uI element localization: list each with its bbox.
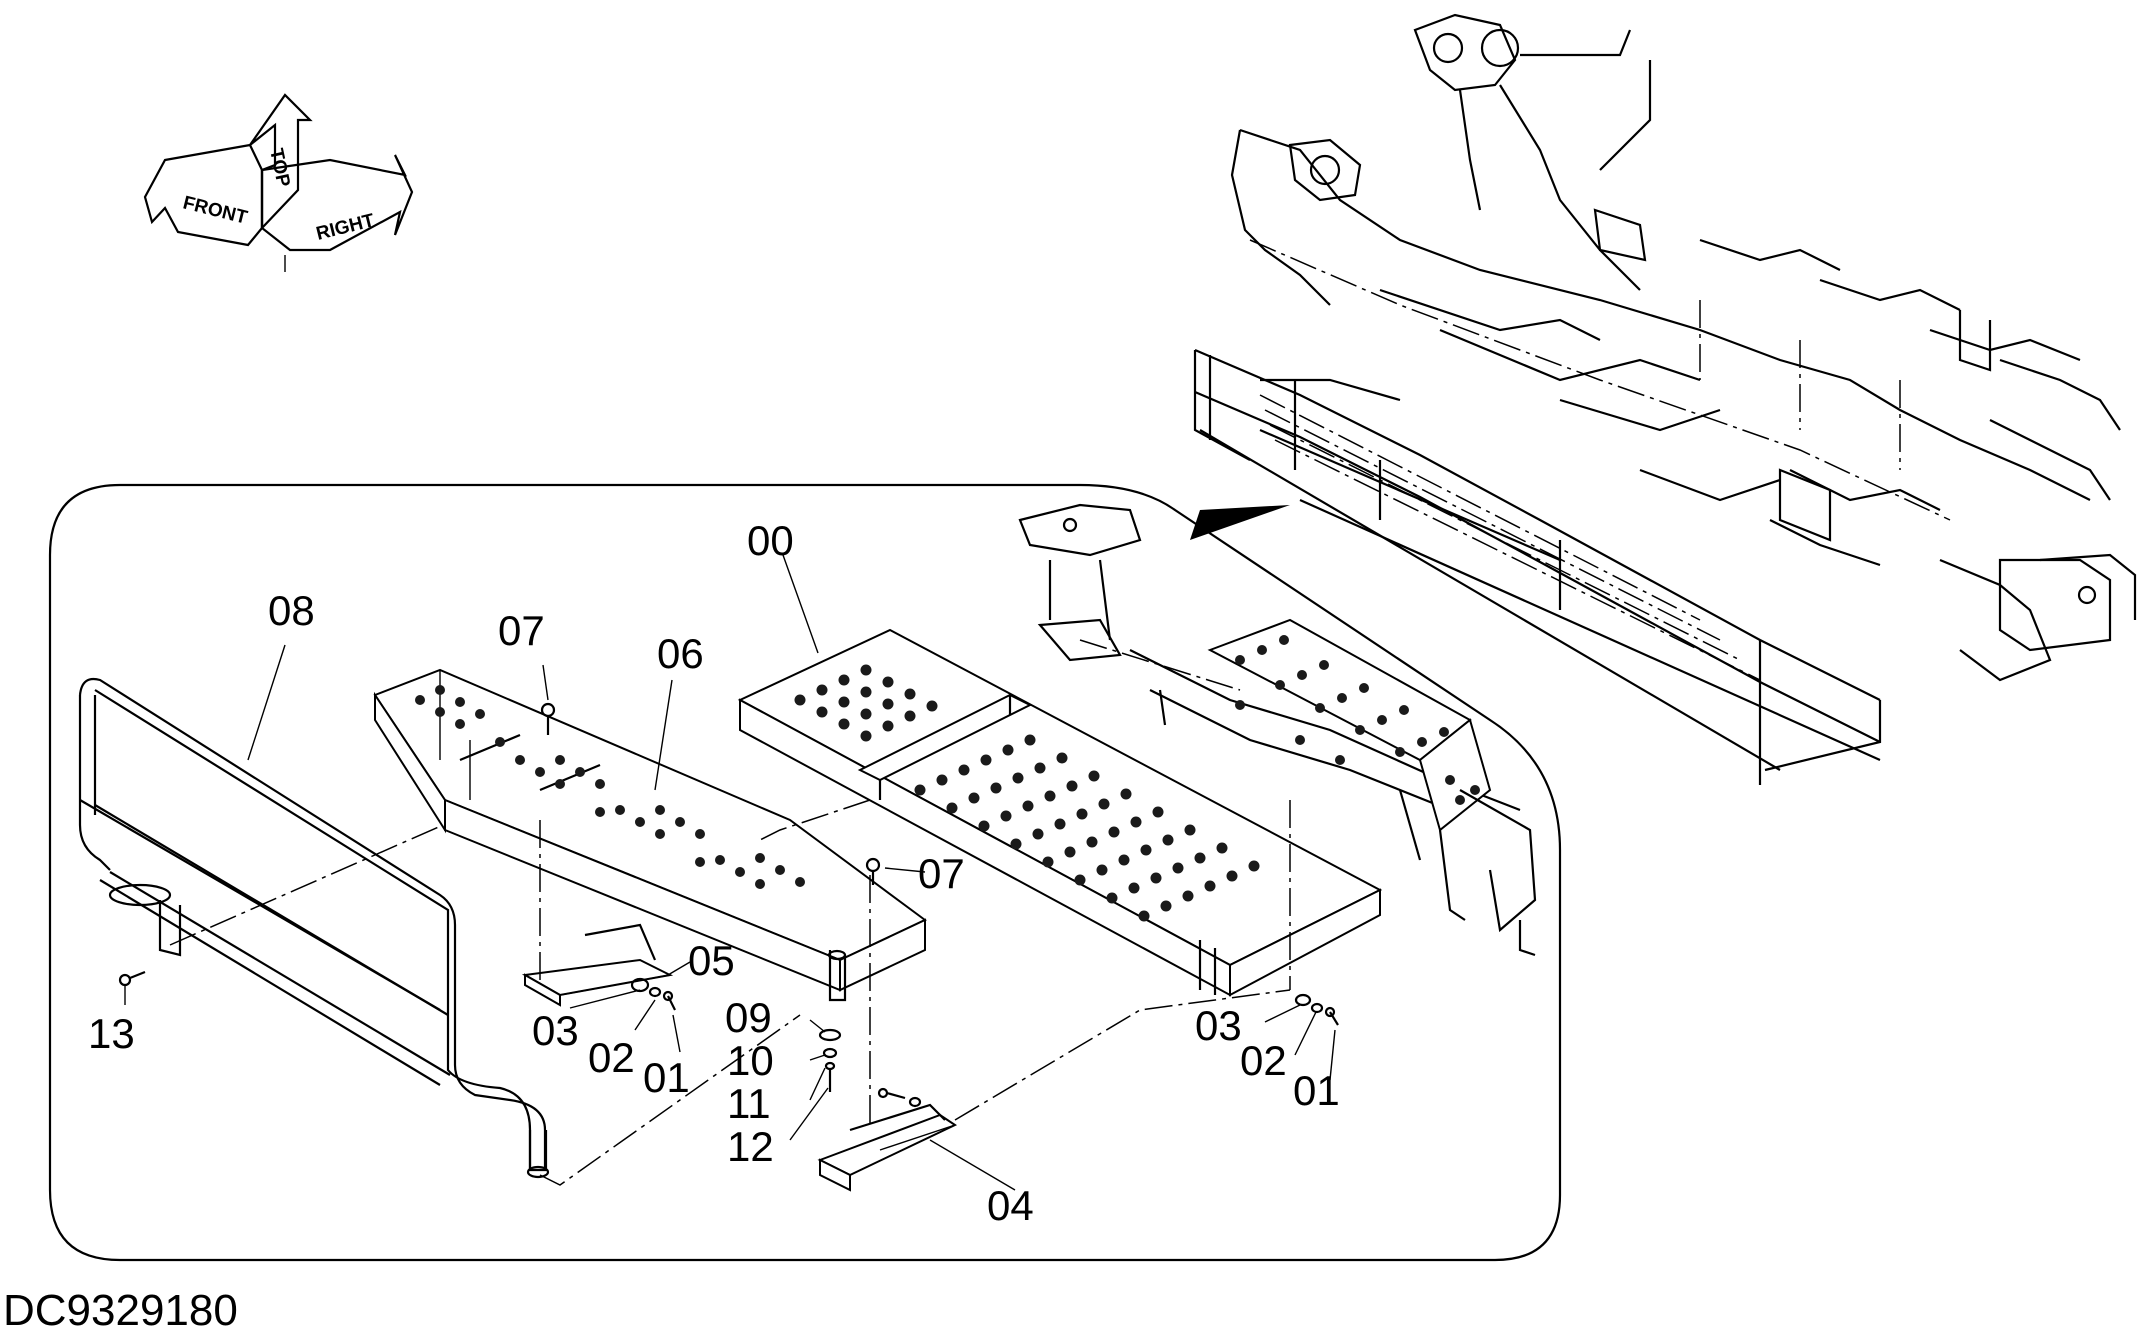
callout-07-top: 07 [498,607,545,654]
handrail-part-08 [78,677,801,1186]
callout-07-middle: 07 [918,850,965,897]
callout-00: 00 [747,517,794,564]
machine-frame [1190,13,2137,785]
callout-08: 08 [268,587,315,634]
callout-04: 04 [987,1182,1034,1229]
step-00-holes [794,664,1260,922]
machine-walkway-treads [1259,394,1761,681]
document-id: DC9329180 [3,1286,238,1335]
callout-06: 06 [657,630,704,677]
callout-03-left: 03 [532,1007,579,1054]
orientation-front-label: FRONT [181,192,250,228]
orientation-top-label: TOP [265,147,294,190]
callout-02-left: 02 [588,1034,635,1081]
callout-13: 13 [88,1010,135,1057]
callout-09: 09 [725,994,772,1041]
callout-05: 05 [688,937,735,984]
callout-10: 10 [727,1037,774,1084]
callouts: 00 08 07 06 07 05 03 02 01 13 09 10 11 1… [88,517,1340,1229]
bracket-part-05 [521,923,674,1007]
detail-step-holes [1235,635,1480,805]
step-part-00 [737,628,1383,997]
hardware-fasteners [118,702,1339,1108]
orientation-icon: FRONT TOP RIGHT [143,93,414,272]
assembled-step-detail [1018,503,1537,957]
callout-12: 12 [727,1123,774,1170]
callout-03-right: 03 [1195,1002,1242,1049]
bracket-part-04 [817,1103,958,1192]
callout-02-right: 02 [1240,1037,1287,1084]
orientation-right-label: RIGHT [314,210,377,245]
callout-01-right: 01 [1293,1067,1340,1114]
step-06-holes [415,685,805,889]
dash-04 [954,989,1291,1121]
step-part-06 [373,668,927,1002]
callout-11: 11 [727,1080,771,1127]
callout-01-left: 01 [643,1054,690,1101]
leader-lines [124,554,1336,1191]
detail-frame [48,483,1562,1262]
